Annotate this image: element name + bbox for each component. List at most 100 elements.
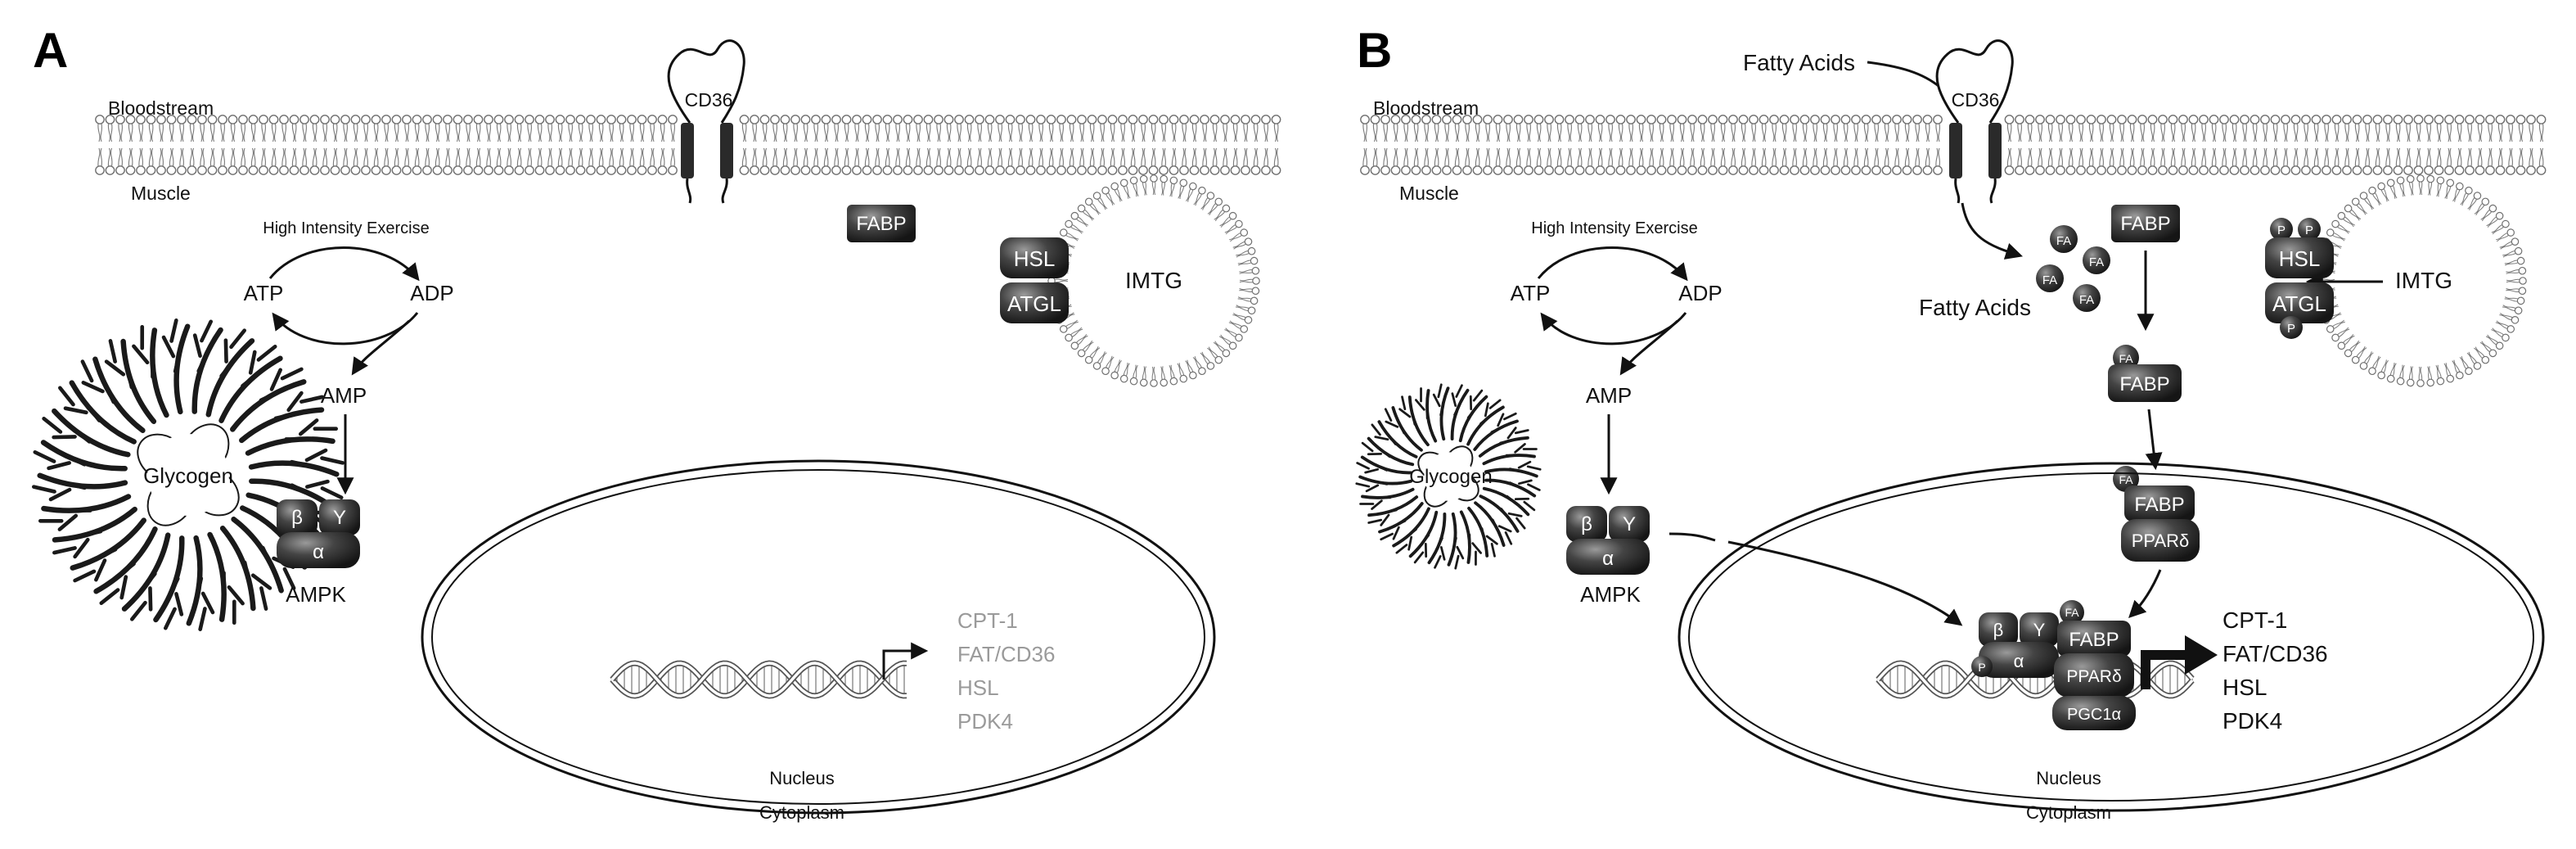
lipid-molecule (1092, 351, 1107, 370)
lipid-molecule (770, 147, 780, 175)
lipid-molecule (555, 115, 565, 142)
lipid-molecule (1390, 115, 1401, 142)
lipid-molecule (1881, 115, 1892, 142)
lipid-molecule (2127, 115, 2137, 142)
glycogen-branch (198, 607, 207, 632)
lipid-molecule (606, 115, 616, 142)
lipid-molecule (1380, 147, 1390, 175)
lipid-molecule (1708, 147, 1718, 175)
lipid-molecule (2495, 115, 2506, 142)
panel-b-gene: CPT-1 (2222, 607, 2287, 633)
lipid-molecule (330, 115, 340, 142)
lipid-molecule (1092, 192, 1108, 210)
lipid-molecule (2480, 204, 2497, 222)
lipid-molecule (299, 147, 309, 175)
lipid-molecule (1084, 345, 1101, 364)
panel-b-ampk-label: AMPK (1580, 582, 1641, 607)
lipid-molecule (1097, 147, 1107, 175)
lipid-molecule (2506, 277, 2527, 285)
lipid-molecule (2443, 363, 2455, 383)
lipid-molecule (2459, 356, 2473, 376)
lipid-molecule (893, 115, 903, 142)
lipid-molecule (2491, 327, 2510, 342)
lipid-molecule (1128, 147, 1138, 175)
glycogen-branch (1398, 408, 1412, 418)
lipid-molecule (2331, 219, 2350, 234)
lipid-molecule (1128, 115, 1138, 142)
lipid-molecule (432, 147, 443, 175)
panel-b-hsl-phosphorylated: P P HSL (2265, 218, 2334, 278)
lipid-molecule (2326, 228, 2346, 242)
lipid-molecule (2372, 115, 2383, 142)
lipid-molecule (1159, 115, 1169, 142)
glycogen-branch (1373, 480, 1389, 485)
glycogen-branch (260, 545, 274, 569)
lipid-molecule (2416, 366, 2425, 387)
lipid-molecule (1810, 147, 1820, 175)
lipid-molecule (238, 147, 248, 175)
lipid-molecule (1271, 115, 1281, 142)
lipid-molecule (1200, 192, 1215, 210)
lipid-molecule (954, 147, 964, 175)
glycogen-branch (1459, 510, 1471, 564)
lipid-molecule (1861, 115, 1871, 142)
glycogen-branch (81, 381, 105, 394)
lipid-molecule (350, 147, 361, 175)
lipid-molecule (1759, 115, 1769, 142)
lipid-molecule (1169, 147, 1179, 175)
panel-b-adp-label: ADP (1678, 281, 1722, 305)
lipid-molecule (1881, 147, 1892, 175)
lipid-molecule (2413, 147, 2424, 175)
glycogen-branch (1447, 512, 1457, 567)
lipid-molecule (1933, 147, 1943, 175)
lipid-molecule (1565, 147, 1574, 175)
panel-a-bloodstream-label: Bloodstream (108, 97, 214, 119)
lipid-molecule (2452, 182, 2464, 202)
lipid-molecule (862, 115, 872, 142)
lipid-molecule (2506, 266, 2527, 275)
lipid-molecule (811, 147, 821, 175)
panel-a-glycogen (31, 318, 345, 632)
glycogen-branch (241, 370, 262, 388)
glycogen-branch (273, 411, 299, 421)
lipid-molecule (2178, 147, 2188, 175)
lipid-molecule (2506, 287, 2527, 296)
lipid-molecule (1708, 115, 1718, 142)
lipid-molecule (1810, 115, 1820, 142)
lipid-molecule (586, 115, 596, 142)
panel-a-cytoplasm-label: Cytoplasm (759, 802, 844, 823)
lipid-molecule (1401, 115, 1411, 142)
lipid-molecule (2344, 204, 2362, 221)
lipid-molecule (248, 115, 259, 142)
lipid-molecule (1235, 305, 1256, 315)
lipid-molecule (2229, 147, 2240, 175)
glycogen-branch (80, 359, 94, 383)
lipid-molecule (2396, 364, 2405, 386)
lipid-molecule (2475, 147, 2485, 175)
lipid-molecule (463, 147, 473, 175)
lipid-molecule (575, 115, 586, 142)
lipid-molecule (2416, 174, 2425, 196)
lipid-molecule (279, 115, 289, 142)
glycogen-branch (1527, 483, 1541, 491)
glycogen-branch (104, 359, 126, 377)
glycogen-branch (1397, 420, 1406, 435)
lipid-molecule (2260, 147, 2270, 175)
glycogen-branch (1514, 443, 1526, 454)
glycogen-branch (1380, 513, 1390, 526)
glycogen-branch (57, 513, 79, 531)
glycogen-branch (1367, 518, 1383, 524)
lipid-molecule (484, 147, 493, 175)
lipid-molecule (1150, 366, 1158, 387)
glycogen-branch (1452, 536, 1457, 552)
lipid-molecule (975, 147, 984, 175)
glycogen-branch (1484, 402, 1489, 418)
glycogen-branch (1434, 555, 1442, 569)
glycogen-branch (223, 338, 228, 364)
lipid-molecule (2249, 147, 2260, 175)
panel-a-cd36-transporter: CD36 (667, 39, 745, 204)
glycogen-branch (1514, 429, 1529, 435)
lipid-molecule (1209, 115, 1220, 142)
glycogen-branch (37, 472, 128, 490)
lipid-molecule (1250, 115, 1261, 142)
